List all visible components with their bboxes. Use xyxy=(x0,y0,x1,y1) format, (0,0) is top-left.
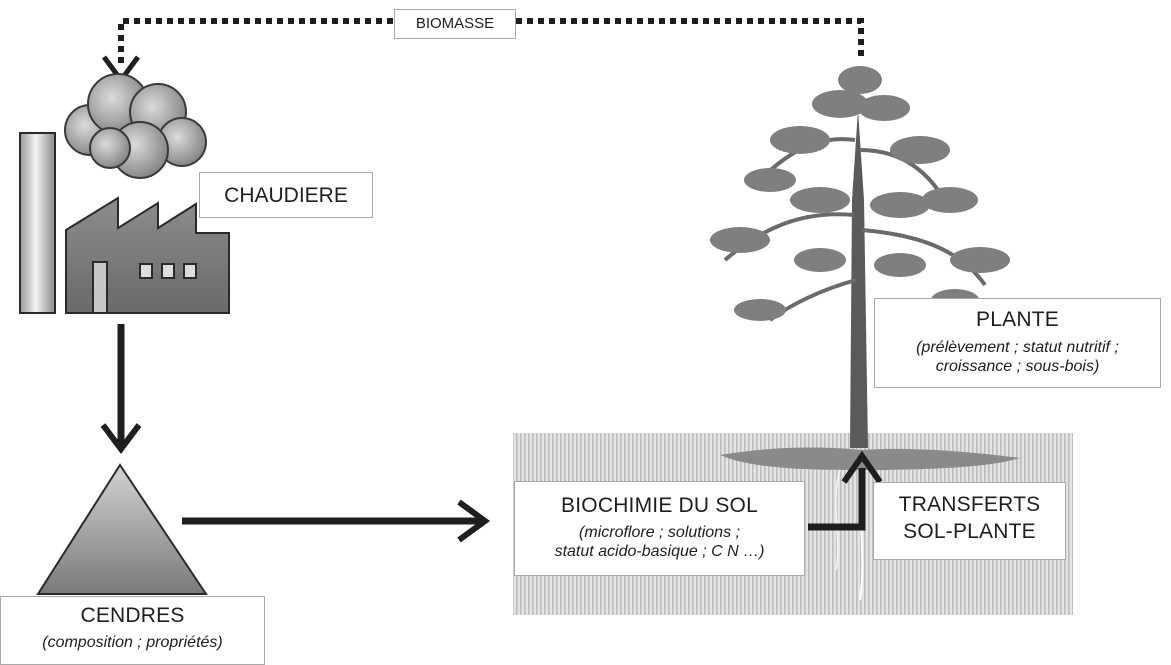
transferts-line2: SOL-PLANTE xyxy=(903,520,1036,544)
smoke-cloud-icon xyxy=(64,73,207,179)
biochimie-sol-subtitle-line2: statut acido-basique ; C N …) xyxy=(554,543,765,561)
biochimie-sol-title: BIOCHIMIE DU SOL xyxy=(561,494,758,517)
ash-pile-icon xyxy=(36,463,208,595)
arrow-cendres-to-sol xyxy=(182,499,491,543)
transferts-label-box: TRANSFERTS SOL-PLANTE xyxy=(873,482,1066,560)
factory-icon xyxy=(19,73,230,314)
biomasse-label: BIOMASSE xyxy=(394,9,516,39)
plante-subtitle-line1: (prélèvement ; statut nutritif ; xyxy=(916,339,1119,357)
cendres-label-box: CENDRES (composition ; propriétés) xyxy=(0,596,265,665)
arrow-chaudiere-to-cendres xyxy=(100,324,142,454)
transferts-line1: TRANSFERTS xyxy=(898,493,1041,516)
plante-title: PLANTE xyxy=(976,308,1059,331)
plante-subtitle-line2: croissance ; sous-bois) xyxy=(935,358,1100,376)
cendres-subtitle: (composition ; propriétés) xyxy=(42,634,223,652)
arrow-sol-to-plante xyxy=(808,450,883,531)
tree-icon xyxy=(710,66,1010,448)
cendres-title: CENDRES xyxy=(80,604,185,627)
biochimie-sol-label-box: BIOCHIMIE DU SOL (microflore ; solutions… xyxy=(514,481,805,576)
plante-label-box: PLANTE (prélèvement ; statut nutritif ; … xyxy=(874,298,1161,388)
biochimie-sol-subtitle-line1: (microflore ; solutions ; xyxy=(579,524,740,542)
chaudiere-label: CHAUDIERE xyxy=(199,172,373,218)
